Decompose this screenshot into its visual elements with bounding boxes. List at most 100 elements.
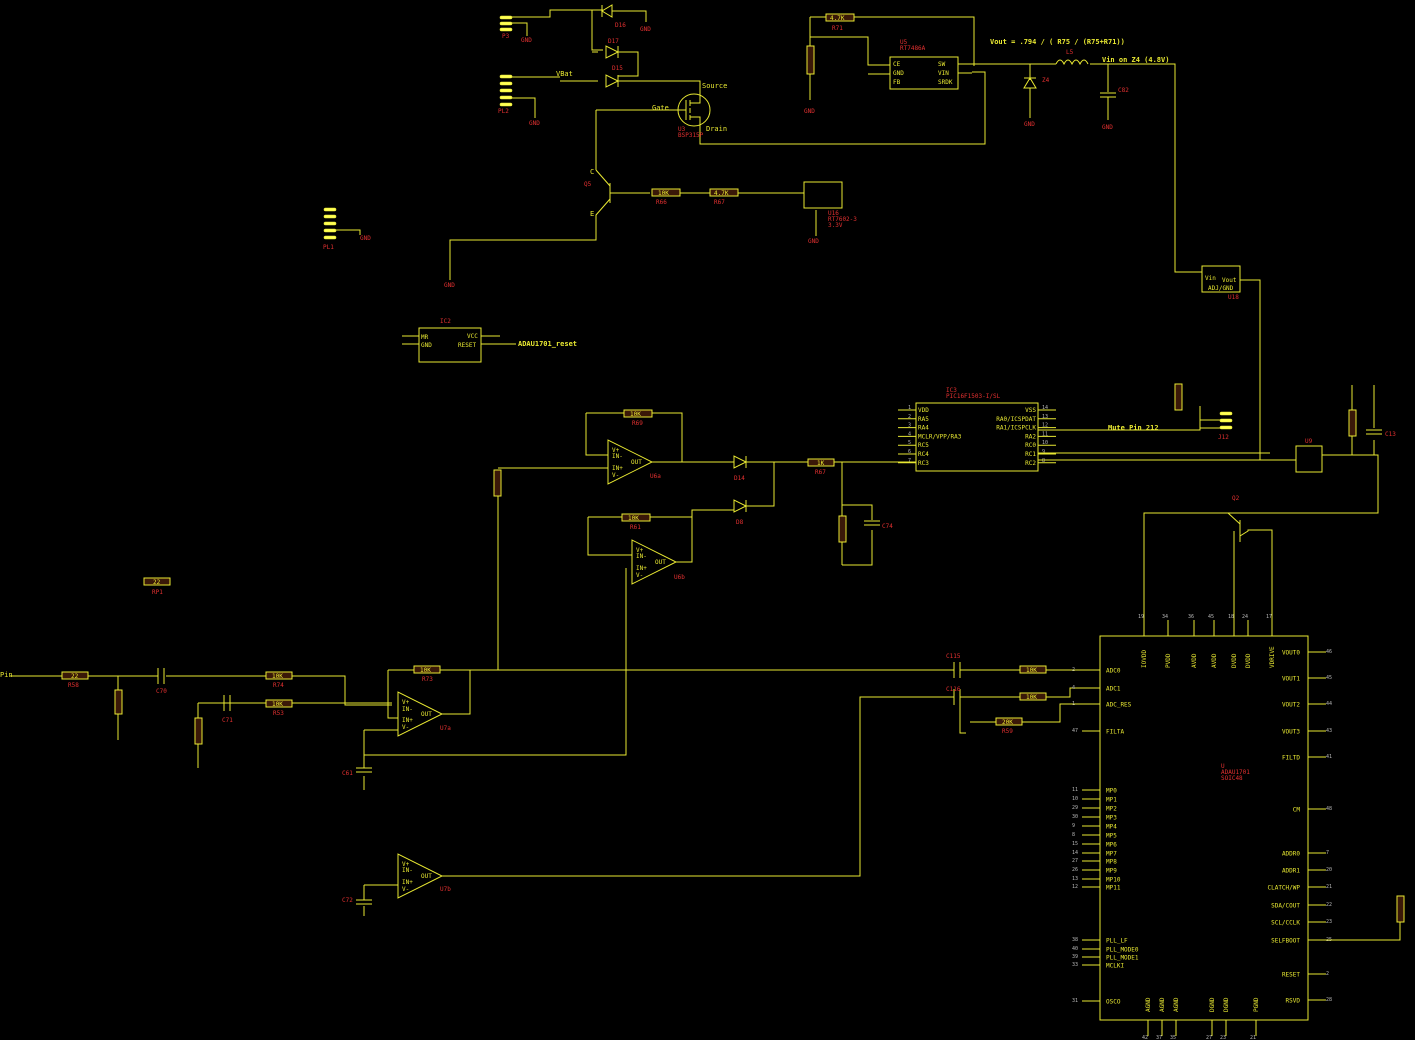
svg-text:SRDK: SRDK: [938, 79, 953, 86]
svg-text:PIC16F1503-I/SL: PIC16F1503-I/SL: [946, 393, 1001, 400]
adau-pin-num: 11: [1072, 787, 1078, 793]
adau-pin-num: 13: [1072, 876, 1078, 882]
ic3-pic: IC3 PIC16F1503-I/SL VDD1RA52RA43MCLR/VPP…: [898, 383, 1296, 472]
transistor-q2: Q2: [1227, 495, 1273, 620]
adau-pin-label: SDA/COUT: [1271, 903, 1300, 910]
resistor-r74: [265, 671, 293, 680]
adau-pin-label: VOUT3: [1282, 729, 1300, 736]
regulator-u16: U16 RT7602-3 3.3V GND: [803, 181, 857, 245]
adau-pin-label: MP1: [1106, 797, 1117, 804]
adau-pin-num: 23: [1220, 1035, 1226, 1040]
adau-pin-num: 48: [1326, 806, 1332, 812]
adau-pin-num: 12: [1072, 884, 1078, 890]
diode-d17: D17: [605, 38, 619, 59]
svg-text:Vin: Vin: [1205, 275, 1216, 282]
adau-pin-label: AVDD: [1211, 653, 1218, 668]
adau-pin-label: AVDD: [1191, 653, 1198, 668]
svg-text:VIN: VIN: [938, 70, 949, 77]
vin-label: Vin on Z4 (4.8V): [1102, 56, 1169, 64]
svg-text:Q2: Q2: [1232, 495, 1240, 502]
svg-text:10K: 10K: [272, 673, 283, 680]
ic3-pin-num: 6: [908, 449, 911, 455]
svg-text:3.3V: 3.3V: [828, 222, 843, 229]
svg-text:10K: 10K: [658, 190, 669, 197]
svg-text:IN-: IN-: [402, 706, 413, 713]
diode-z4: Z4 GND: [1023, 77, 1050, 128]
svg-text:Q5: Q5: [584, 181, 592, 188]
inductor-l5: L5: [1055, 49, 1089, 66]
svg-text:R59: R59: [1002, 728, 1013, 735]
adau-pin-num: 44: [1326, 701, 1332, 707]
svg-text:SOIC48: SOIC48: [1221, 775, 1243, 782]
header-p3[interactable]: P3: [499, 15, 513, 40]
svg-text:10K: 10K: [628, 515, 639, 522]
svg-text:E: E: [590, 210, 594, 218]
adau-pin-label: SELFBOOT: [1271, 938, 1300, 945]
svg-text:GND: GND: [360, 235, 371, 242]
adau-pin-num: 40: [1072, 946, 1078, 952]
adau-pin-label: IOVDD: [1141, 650, 1148, 668]
header-j12[interactable]: J12: [1218, 411, 1233, 441]
adau-pin-num: 20: [1326, 867, 1332, 873]
adau-pin-label: DGND: [1223, 997, 1230, 1012]
adau-pin-num: 23: [1326, 919, 1332, 925]
svg-text:RT7486A: RT7486A: [900, 45, 926, 52]
svg-text:GND: GND: [808, 238, 819, 245]
svg-text:4.7K: 4.7K: [714, 190, 729, 197]
vout-formula: Vout = .794 / ( R75 / (R75+R71)): [990, 38, 1125, 46]
adau-pin-label: VOUT0: [1282, 650, 1300, 657]
svg-text:IN+: IN+: [612, 465, 623, 472]
adau-pin-label: RESET: [1282, 972, 1300, 979]
adau1701: U ADAU1701 SOIC48 IOVDD19PVDD34AVDD36AVD…: [1072, 614, 1405, 1040]
adau-pin-label: MP8: [1106, 859, 1117, 866]
adau-pin-num: 42: [1142, 1035, 1148, 1040]
svg-text:ADAU1701_reset: ADAU1701_reset: [518, 340, 577, 348]
svg-text:CE: CE: [893, 61, 901, 68]
adau-pin-label: ADC_RES: [1106, 702, 1132, 709]
svg-text:R53: R53: [273, 710, 284, 717]
adau-pin-num: 4: [1072, 685, 1075, 691]
svg-text:ADAU1701: ADAU1701: [1221, 769, 1250, 776]
diode-d8: D8: [733, 499, 748, 526]
header-pl1[interactable]: PL1 GND: [323, 207, 371, 251]
adau-pin-num: 19: [1138, 614, 1144, 620]
svg-text:GND: GND: [804, 108, 815, 115]
adau-pin-num: 29: [1072, 805, 1078, 811]
adau-pin-label: RSVD: [1286, 998, 1301, 1005]
adau-pin-label: PLL_MODE0: [1106, 947, 1139, 954]
svg-text:Z4: Z4: [1042, 77, 1050, 84]
svg-text:V-: V-: [402, 724, 409, 731]
adau-pin-num: 15: [1072, 841, 1078, 847]
resistor-r69: [623, 409, 653, 418]
ic3-pin-label: RC1: [1025, 451, 1036, 458]
ic3-pin-label: RC5: [918, 442, 929, 449]
svg-text:V+: V+: [402, 861, 410, 868]
adau-pin-num: 2: [1072, 667, 1075, 673]
adau-pin-num: 37: [1156, 1035, 1162, 1040]
regulator-u5: U5 RT7486A CE GND FB SW VIN SRDK: [889, 39, 959, 90]
svg-text:GND: GND: [893, 70, 904, 77]
svg-text:V+: V+: [636, 547, 644, 554]
svg-text:V+: V+: [402, 699, 410, 706]
adau-pin-num: 22: [1326, 902, 1332, 908]
svg-text:Mute Pin 212: Mute Pin 212: [1108, 424, 1159, 432]
svg-text:R58: R58: [68, 682, 79, 689]
adau-pin-label: ADC1: [1106, 686, 1121, 693]
svg-text:L5: L5: [1066, 49, 1074, 56]
svg-text:R71: R71: [832, 25, 843, 32]
svg-text:U3: U3: [678, 126, 686, 133]
adau-pin-label: MCLKI: [1106, 963, 1124, 970]
svg-text:GND: GND: [529, 120, 540, 127]
adau-pin-label: DVDD: [1245, 653, 1252, 668]
resistor-r64: [838, 515, 847, 543]
header-pl2[interactable]: PL2: [498, 74, 513, 115]
adau-pin-label: MP5: [1106, 833, 1117, 840]
adau-pin-num: 28: [1326, 997, 1332, 1003]
adau-pin-num: 45: [1208, 614, 1214, 620]
diode-d16: D16 GND: [601, 4, 651, 33]
svg-text:C74: C74: [882, 523, 893, 530]
adau-pin-num: 41: [1326, 754, 1332, 760]
svg-text:22: 22: [71, 673, 79, 680]
ic3-pin-num: 1: [908, 405, 911, 411]
svg-text:PL2: PL2: [498, 108, 509, 115]
